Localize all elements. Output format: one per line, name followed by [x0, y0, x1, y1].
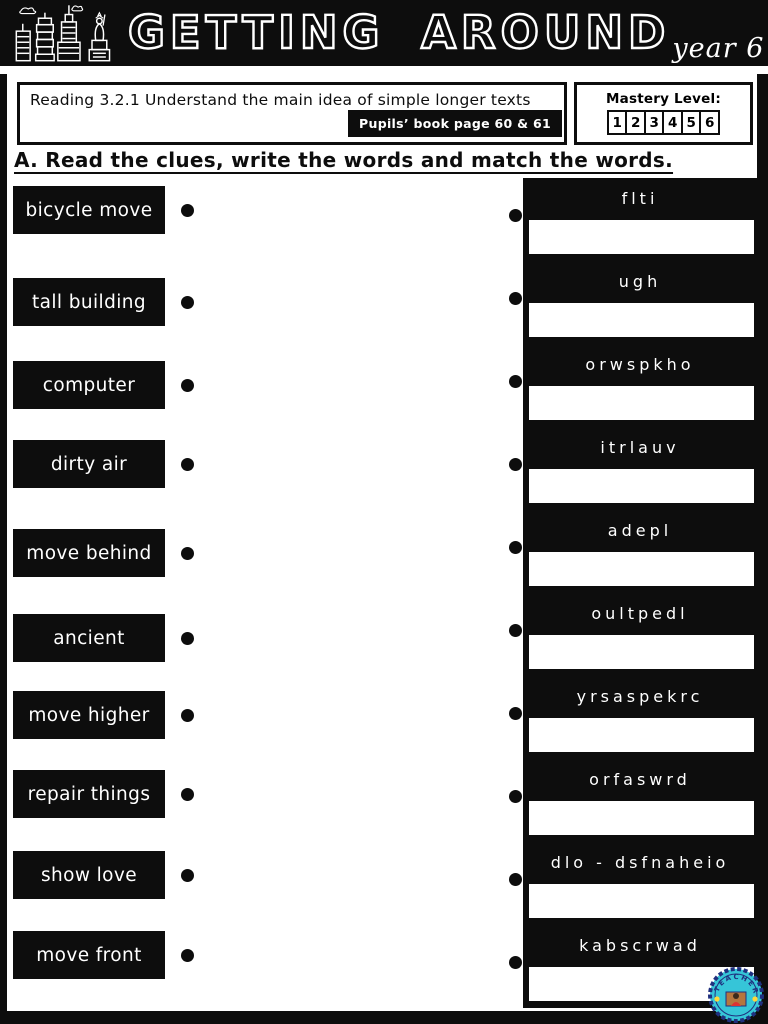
- city-skyline-icon: [15, 5, 111, 62]
- clue-box: move higher: [13, 691, 165, 739]
- page-border-right: [757, 74, 768, 1024]
- teacher-logo-badge: TEACHER: [708, 967, 764, 1023]
- clue-row: show love: [13, 851, 194, 899]
- match-dot[interactable]: [509, 873, 522, 886]
- scrambled-word: ugh: [618, 271, 662, 291]
- scrambled-item: orfaswrd: [509, 759, 757, 835]
- scrambled-column: flti ugh orwspkho itrlauv adepl oultpedl…: [509, 178, 757, 1008]
- match-dot[interactable]: [509, 956, 522, 969]
- clue-row: bicycle move: [13, 186, 194, 234]
- scrambled-item: dlo - dsfnaheio: [509, 842, 757, 918]
- clue-box: bicycle move: [13, 186, 165, 234]
- clue-box: repair things: [13, 770, 165, 818]
- match-dot[interactable]: [509, 209, 522, 222]
- scrambled-item: oultpedl: [509, 593, 757, 669]
- answer-input[interactable]: [529, 718, 754, 752]
- mastery-level-cell[interactable]: 2: [625, 110, 647, 135]
- clue-box: move behind: [13, 529, 165, 577]
- match-dot[interactable]: [509, 790, 522, 803]
- clue-box: ancient: [13, 614, 165, 662]
- clue-box: tall building: [13, 278, 165, 326]
- match-dot[interactable]: [181, 295, 194, 309]
- clue-label: computer: [42, 374, 136, 396]
- answer-input[interactable]: [529, 552, 754, 586]
- match-dot[interactable]: [181, 948, 194, 962]
- match-dot[interactable]: [509, 292, 522, 305]
- scrambled-word: orfaswrd: [589, 769, 691, 789]
- clue-row: computer: [13, 361, 194, 409]
- clue-box: show love: [13, 851, 165, 899]
- scrambled-item: adepl: [509, 510, 757, 586]
- empire-state-building-icon: [764, 4, 768, 62]
- match-dot[interactable]: [509, 541, 522, 554]
- objective-text: Reading 3.2.1 Understand the main idea o…: [30, 91, 531, 109]
- clue-label: move front: [36, 944, 142, 966]
- match-dot[interactable]: [181, 203, 194, 217]
- clue-label: show love: [40, 864, 138, 886]
- clue-box: move front: [13, 931, 165, 979]
- clue-row: tall building: [13, 278, 194, 326]
- mastery-label: Mastery Level:: [606, 91, 721, 107]
- clue-box: dirty air: [13, 440, 165, 488]
- book-reference-badge: Pupils’ book page 60 & 61: [348, 110, 562, 137]
- match-dot[interactable]: [509, 458, 522, 471]
- section-a-heading: A. Read the clues, write the words and m…: [14, 148, 674, 172]
- match-dot[interactable]: [181, 457, 194, 471]
- clue-label: repair things: [27, 783, 151, 805]
- match-dot[interactable]: [181, 546, 194, 560]
- scrambled-word: flti: [621, 188, 659, 208]
- mastery-box: Mastery Level: 1 2 3 4 5 6: [574, 82, 753, 145]
- scrambled-word: yrsaspekrc: [576, 686, 704, 706]
- page-border-bottom: [0, 1011, 768, 1024]
- clue-row: ancient: [13, 614, 194, 662]
- answer-input[interactable]: [529, 801, 754, 835]
- scrambled-item: orwspkho: [509, 344, 757, 420]
- year-label: year 6: [672, 33, 765, 64]
- clue-label: tall building: [31, 291, 147, 313]
- page-border-left: [0, 74, 7, 1024]
- match-dot[interactable]: [509, 375, 522, 388]
- answer-input[interactable]: [529, 386, 754, 420]
- mastery-cells: 1 2 3 4 5 6: [577, 110, 750, 135]
- clue-label: move higher: [28, 704, 150, 726]
- scrambled-item: yrsaspekrc: [509, 676, 757, 752]
- clue-row: repair things: [13, 770, 194, 818]
- clue-row: dirty air: [13, 440, 194, 488]
- page-title: GETTING AROUND: [127, 5, 671, 60]
- scrambled-item: itrlauv: [509, 427, 757, 503]
- match-dot[interactable]: [181, 868, 194, 882]
- answer-input[interactable]: [529, 220, 754, 254]
- clue-label: bicycle move: [25, 199, 153, 221]
- clue-label: dirty air: [50, 453, 128, 475]
- clue-row: move front: [13, 931, 194, 979]
- answer-input[interactable]: [529, 469, 754, 503]
- match-dot[interactable]: [181, 787, 194, 801]
- match-dot[interactable]: [181, 631, 194, 645]
- header-banner: GETTING AROUNDyear 6: [0, 0, 768, 66]
- scrambled-word: itrlauv: [600, 437, 680, 457]
- objective-box: Reading 3.2.1 Understand the main idea o…: [17, 82, 567, 145]
- scrambled-word: adepl: [607, 520, 673, 540]
- clue-label: ancient: [53, 627, 125, 649]
- scrambled-item: ugh: [509, 261, 757, 337]
- answer-input[interactable]: [529, 635, 754, 669]
- answer-input[interactable]: [529, 303, 754, 337]
- match-dot[interactable]: [181, 708, 194, 722]
- clue-box: computer: [13, 361, 165, 409]
- scrambled-word: dlo - dsfnaheio: [550, 852, 730, 872]
- match-dot[interactable]: [181, 378, 194, 392]
- scrambled-word: oultpedl: [591, 603, 689, 623]
- title-wrap: GETTING AROUNDyear 6: [127, 0, 765, 66]
- mastery-level-cell[interactable]: 6: [699, 110, 721, 135]
- scrambled-word: kabscrwad: [579, 935, 701, 955]
- scrambled-word: orwspkho: [585, 354, 695, 374]
- clue-row: move higher: [13, 691, 194, 739]
- answer-input[interactable]: [529, 884, 754, 918]
- match-dot[interactable]: [509, 624, 522, 637]
- clue-label: move behind: [26, 542, 152, 564]
- match-dot[interactable]: [509, 707, 522, 720]
- clue-row: move behind: [13, 529, 194, 577]
- scrambled-item: flti: [509, 178, 757, 254]
